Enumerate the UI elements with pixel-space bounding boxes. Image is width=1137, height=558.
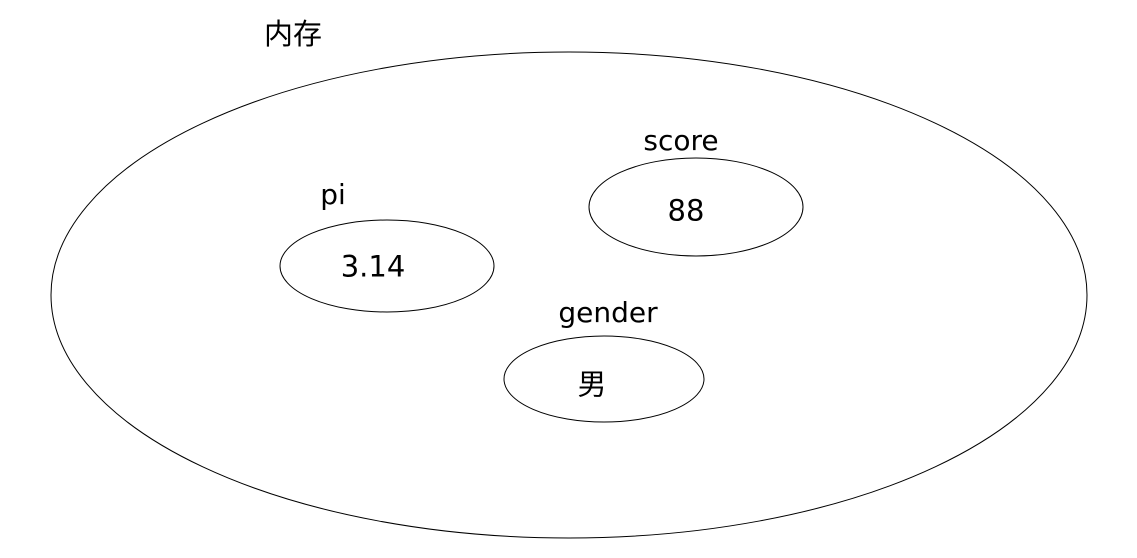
variable-label-gender: gender bbox=[558, 296, 658, 329]
variable-value-pi: 3.14 bbox=[340, 249, 406, 284]
variable-value-score: 88 bbox=[667, 193, 705, 228]
memory-title: 内存 bbox=[264, 17, 323, 51]
variable-value-gender: 男 bbox=[577, 367, 607, 402]
variable-label-score: score bbox=[643, 124, 719, 157]
variable-ellipse-gender bbox=[503, 335, 705, 423]
variable-ellipse-score bbox=[588, 157, 804, 257]
memory-outer-ellipse bbox=[50, 51, 1088, 539]
variable-label-pi: pi bbox=[320, 178, 346, 211]
variable-ellipse-pi bbox=[279, 219, 495, 313]
